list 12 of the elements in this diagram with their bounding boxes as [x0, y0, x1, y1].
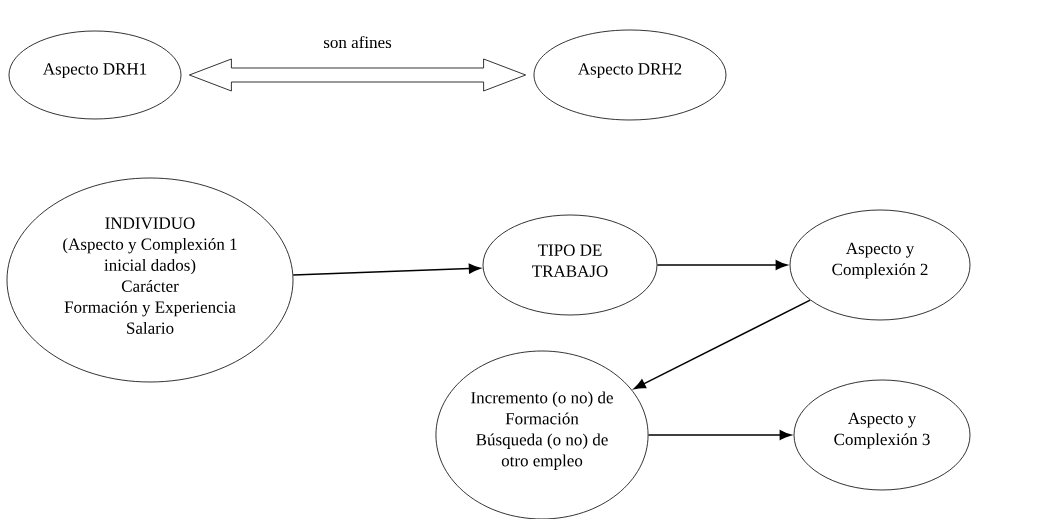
arrow: [633, 299, 811, 390]
arrow: [292, 263, 481, 276]
ellipse-node: Aspecto y Complexión 3: [793, 379, 971, 491]
ellipse-node: Aspecto DRH2: [533, 29, 727, 121]
ellipse-node: INDIVIDUO (Aspecto y Complexión 1 inicial dados) Carácter Formación y Experiencia Salario: [6, 177, 294, 383]
double-arrow: [189, 58, 526, 92]
ellipse-node: Aspecto y Complexión 2: [789, 209, 971, 321]
edge-label: son afines: [322, 34, 393, 50]
ellipse-node: Aspecto DRH1: [8, 30, 182, 120]
arrow: [647, 430, 792, 440]
ellipse-node: TIPO DE TRABAJO: [482, 214, 658, 316]
arrow: [656, 260, 788, 270]
